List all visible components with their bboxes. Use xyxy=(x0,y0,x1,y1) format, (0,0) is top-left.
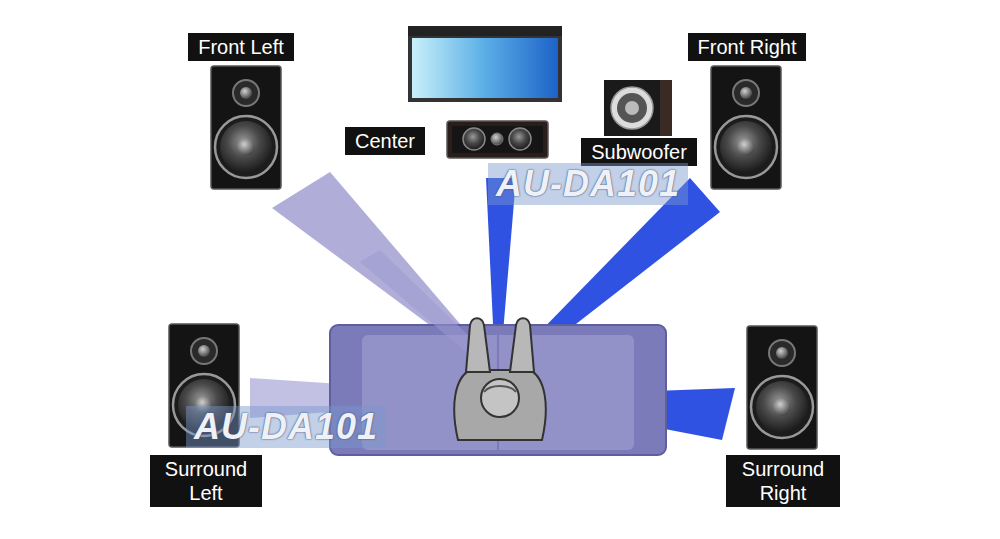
front-left-speaker xyxy=(211,66,281,189)
subwoofer-unit xyxy=(604,80,672,136)
label-text: Front Left xyxy=(198,35,284,59)
label-text: Subwoofer xyxy=(591,140,687,164)
watermark: AU-DA101 xyxy=(186,406,386,448)
surround-right-speaker xyxy=(747,326,817,449)
listener-figure xyxy=(454,318,546,440)
label-text: Front Right xyxy=(698,35,797,59)
label-text: Center xyxy=(355,129,415,153)
television xyxy=(408,26,562,102)
speaker-label: Surround Left xyxy=(150,455,262,507)
front-right-speaker xyxy=(711,66,781,189)
center-speaker xyxy=(447,121,548,158)
watermark: AU-DA101 xyxy=(488,163,688,205)
speaker-label: Front Left xyxy=(188,33,294,61)
speaker-label: Subwoofer xyxy=(581,138,697,166)
speaker-label: Front Right xyxy=(688,33,807,61)
speaker-label: Center xyxy=(345,127,425,155)
speaker-label: Surround Right xyxy=(726,455,840,507)
label-text: Surround Left xyxy=(160,457,252,505)
label-text: Surround Right xyxy=(736,457,830,505)
